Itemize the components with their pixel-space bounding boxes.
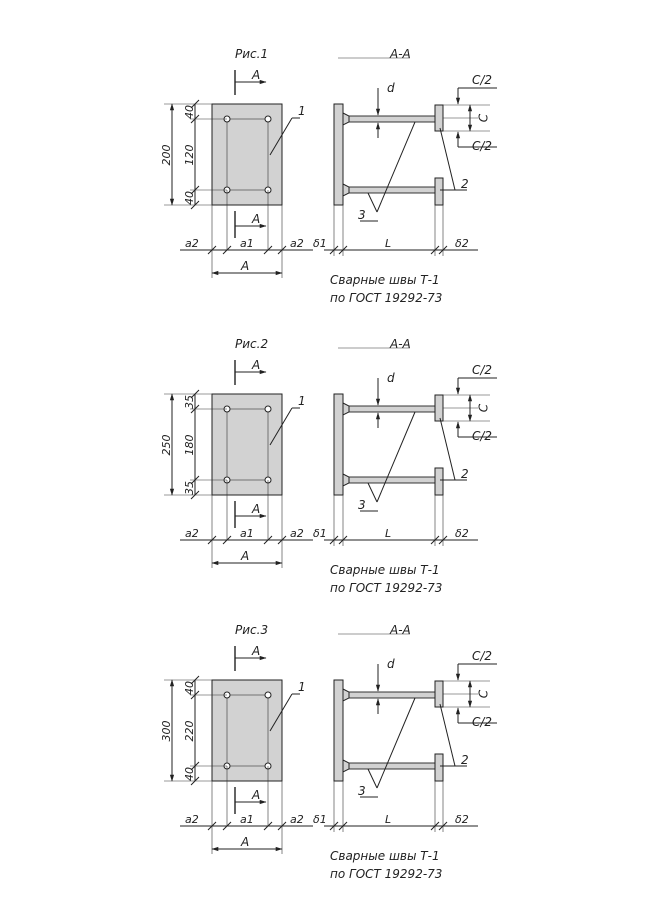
weld-note-line2: по ГОСТ 19292-73: [330, 581, 442, 595]
cut-label-top: А: [251, 68, 260, 82]
dim-hole-spacing: 220: [183, 721, 196, 742]
weld-note-line1: Сварные швы Т-1: [330, 273, 440, 287]
weld-note-line2: по ГОСТ 19292-73: [330, 291, 442, 305]
label-c2-top: С/2: [472, 363, 492, 377]
label-a2-left: a2: [185, 237, 199, 250]
label-delta1: δ1: [313, 237, 327, 250]
label-a2-left: a2: [185, 527, 199, 540]
label-A-width: А: [240, 259, 249, 273]
dim-total-height: 300: [160, 721, 173, 742]
cut-label-top: А: [251, 644, 260, 658]
callout-plate: 1: [298, 394, 306, 408]
weld-note-line1: Сварные швы Т-1: [330, 563, 440, 577]
weld-note-line1: Сварные швы Т-1: [330, 849, 440, 863]
label-L: L: [385, 237, 391, 250]
label-a2-left: a2: [185, 813, 199, 826]
callout-anchor: 3: [358, 498, 366, 512]
cut-label-bottom: А: [251, 502, 260, 516]
label-a1: a1: [240, 237, 254, 250]
label-d: d: [387, 81, 395, 95]
label-c2-bottom: С/2: [472, 139, 492, 153]
dim-top-offset: 40: [183, 681, 196, 695]
label-a2-right: a2: [290, 237, 304, 250]
label-c: С: [477, 689, 491, 698]
dim-top-offset: 40: [183, 105, 196, 119]
figure-title: Рис.1: [235, 47, 268, 61]
dim-total-height: 250: [160, 435, 173, 456]
section-title: А-А: [389, 337, 411, 351]
dim-total-height: 200: [160, 145, 173, 166]
figure-2: [164, 348, 497, 568]
figure-1: [164, 58, 497, 278]
label-A-width: А: [240, 549, 249, 563]
label-c: С: [477, 403, 491, 412]
dim-hole-spacing: 180: [183, 435, 196, 456]
label-delta2: δ2: [455, 527, 469, 540]
dim-hole-spacing: 120: [183, 145, 196, 166]
label-a1: a1: [240, 813, 254, 826]
callout-anchor: 3: [358, 208, 366, 222]
callout-plate: 1: [298, 680, 306, 694]
label-a2-right: a2: [290, 813, 304, 826]
label-c2-bottom: С/2: [472, 429, 492, 443]
label-L: L: [385, 527, 391, 540]
callout-stud: 2: [461, 753, 469, 767]
label-a2-right: a2: [290, 527, 304, 540]
dim-bottom-offset: 35: [183, 481, 196, 495]
label-d: d: [387, 371, 395, 385]
label-delta1: δ1: [313, 813, 327, 826]
dim-top-offset: 35: [183, 395, 196, 409]
cut-label-bottom: А: [251, 788, 260, 802]
label-a1: a1: [240, 527, 254, 540]
cut-label-top: А: [251, 358, 260, 372]
label-c2-top: С/2: [472, 73, 492, 87]
label-A-width: А: [240, 835, 249, 849]
label-L: L: [385, 813, 391, 826]
callout-plate: 1: [298, 104, 306, 118]
cut-label-bottom: А: [251, 212, 260, 226]
figure-title: Рис.3: [235, 623, 268, 637]
dim-bottom-offset: 40: [183, 191, 196, 205]
label-delta1: δ1: [313, 527, 327, 540]
callout-stud: 2: [461, 177, 469, 191]
dim-bottom-offset: 40: [183, 767, 196, 781]
callout-anchor: 3: [358, 784, 366, 798]
label-c2-bottom: С/2: [472, 715, 492, 729]
label-delta2: δ2: [455, 813, 469, 826]
callout-stud: 2: [461, 467, 469, 481]
label-c: С: [477, 113, 491, 122]
label-c2-top: С/2: [472, 649, 492, 663]
weld-note-line2: по ГОСТ 19292-73: [330, 867, 442, 881]
figure-3: [164, 634, 497, 854]
figure-title: Рис.2: [235, 337, 268, 351]
section-title: А-А: [389, 623, 411, 637]
section-title: А-А: [389, 47, 411, 61]
label-delta2: δ2: [455, 237, 469, 250]
label-d: d: [387, 657, 395, 671]
